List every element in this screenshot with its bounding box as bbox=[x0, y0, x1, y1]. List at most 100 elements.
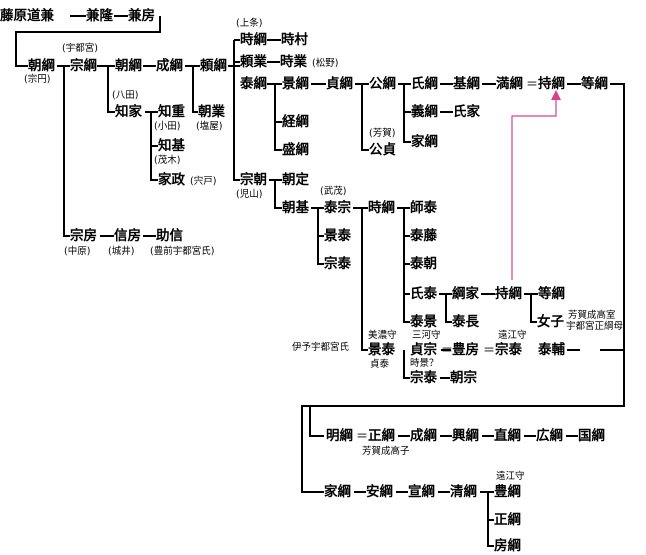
node-muneyasu-3: 宗泰 bbox=[410, 370, 437, 386]
node-tomofusa: 豊房 bbox=[452, 342, 479, 358]
node-kintsuna: 公綱 bbox=[369, 76, 396, 92]
note-munetomo: (児山) bbox=[236, 189, 263, 200]
node-yasukage: 泰景 bbox=[410, 314, 437, 330]
node-tomotsuna: 朝綱 bbox=[28, 58, 55, 74]
node-hiroie: 綱家 bbox=[452, 286, 479, 302]
node-iemasa: 家政 bbox=[158, 172, 185, 188]
note-tomoshige: (小田) bbox=[154, 121, 181, 132]
node-tokinari: 時業 bbox=[280, 54, 307, 70]
node-tokimura: 時村 bbox=[281, 32, 308, 48]
node-tsunetsuna: 経綱 bbox=[282, 114, 309, 130]
note-sadayasu: 貞泰 bbox=[370, 359, 390, 370]
node-sadamune: 貞宗 bbox=[410, 342, 437, 358]
node-tomomune: 朝宗 bbox=[450, 370, 477, 386]
node-tomotsuna-3: 豊綱 bbox=[494, 484, 521, 500]
node-tomomoto-2: 朝基 bbox=[282, 200, 309, 216]
note-munetsuna: (宇都宮) bbox=[62, 43, 98, 54]
node-mototsuna: 基綱 bbox=[453, 76, 480, 92]
note-totomi-1: 遠江守 bbox=[498, 330, 527, 341]
node-ujiyasu: 氏泰 bbox=[410, 286, 437, 302]
note-joshi-2: 宇都宮正綱母 bbox=[566, 321, 624, 332]
note-iemasa: (宍戸) bbox=[190, 176, 217, 187]
note-mino: 美濃守 bbox=[368, 330, 397, 341]
node-yasutsuna: 泰綱 bbox=[240, 76, 267, 92]
node-tomotsuna-2: 朝綱 bbox=[115, 58, 142, 74]
adoption-arrow bbox=[511, 96, 557, 280]
node-kageyasu-2: 景泰 bbox=[368, 342, 395, 358]
node-tomonari: 朝業 bbox=[198, 104, 225, 120]
node-fusatsuna: 房綱 bbox=[494, 538, 521, 554]
node-kiyotsuna: 清綱 bbox=[450, 484, 477, 500]
node-yasutsuna-2: 安綱 bbox=[366, 484, 393, 500]
note-tokitsuna: (上条) bbox=[236, 18, 263, 29]
node-ujiie: 氏家 bbox=[453, 104, 480, 120]
node-mochitsuna-2: 持綱 bbox=[495, 286, 522, 302]
node-ujitsuna: 氏綱 bbox=[411, 76, 438, 92]
node-tomoshige: 知重 bbox=[158, 104, 185, 120]
node-kunitsuna: 国綱 bbox=[578, 428, 605, 444]
node-yasumune: 泰宗 bbox=[324, 200, 351, 216]
node-yorinari: 頼業 bbox=[240, 54, 267, 70]
node-hitotsuna-2: 等綱 bbox=[538, 286, 565, 302]
node-joshi: 女子 bbox=[537, 314, 564, 330]
node-hirotsuna: 広綱 bbox=[536, 428, 563, 444]
node-tomosada: 朝定 bbox=[282, 172, 309, 188]
node-ietsuna: 家綱 bbox=[411, 134, 438, 150]
note-iyo: 伊予宇都宮氏 bbox=[292, 342, 350, 353]
note-takeshige: (武茂) bbox=[320, 186, 347, 197]
note-shiroi: (城井) bbox=[108, 246, 135, 257]
node-yasunaga: 泰長 bbox=[452, 314, 479, 330]
node-yoritsuna: 頼綱 bbox=[200, 58, 227, 74]
note-haga: (芳賀) bbox=[369, 128, 396, 139]
note-masatsuna: 芳賀成高子 bbox=[362, 446, 410, 457]
note-tokikage: 時景？ bbox=[410, 358, 439, 369]
node-okitsuna: 興綱 bbox=[452, 428, 479, 444]
node-yasufuji: 泰藤 bbox=[410, 228, 437, 244]
node-yasusuke: 泰輔 bbox=[538, 342, 565, 358]
note-hatta: (八田) bbox=[112, 90, 139, 101]
node-yasutomo: 泰朝 bbox=[410, 256, 437, 272]
node-ietsuna-2: 家綱 bbox=[324, 484, 351, 500]
node-moritsuna: 盛綱 bbox=[282, 142, 309, 158]
node-nobutsuna: 宣綱 bbox=[408, 484, 435, 500]
node-muneyasu: 宗泰 bbox=[324, 256, 351, 272]
node-morohiro: 師泰 bbox=[410, 200, 437, 216]
node-munetomo: 宗朝 bbox=[240, 172, 267, 188]
note-nakahara: (中原) bbox=[64, 246, 91, 257]
node-kanebo: 兼房 bbox=[128, 8, 155, 24]
node-masatsuna-2: 正綱 bbox=[494, 512, 521, 528]
node-nobufusa: 信房 bbox=[114, 228, 141, 244]
note-totomi-2: 遠江守 bbox=[496, 471, 525, 482]
node-tokitsuna-2: 時綱 bbox=[368, 200, 395, 216]
node-kanetaka: 兼隆 bbox=[86, 8, 113, 24]
adoption-mark: ＝ bbox=[356, 429, 369, 443]
node-narutsuna-2: 成綱 bbox=[410, 428, 437, 444]
note-buzen: (豊前宇都宮氏) bbox=[150, 246, 215, 257]
node-munetsuna: 宗綱 bbox=[70, 58, 97, 74]
note-tomonari: (塩屋) bbox=[196, 121, 223, 132]
node-naotsuna: 直綱 bbox=[494, 428, 521, 444]
node-fujiwara-michikane: 藤原道兼 bbox=[0, 8, 54, 24]
note-tomotsuna: (宗円) bbox=[24, 74, 51, 85]
node-narutsuna: 成綱 bbox=[156, 58, 183, 74]
node-muneyasu-2: 宗泰 bbox=[495, 342, 522, 358]
note-tokinari: (松野) bbox=[312, 58, 339, 69]
node-mitsutsuna: 満綱 bbox=[496, 76, 523, 92]
node-kageyasu: 景泰 bbox=[324, 228, 351, 244]
node-akitsuna: 明綱 bbox=[326, 428, 353, 444]
note-mikawa: 三河守 bbox=[412, 330, 441, 341]
adoption-mark: ＝ bbox=[441, 343, 454, 357]
node-kinsada: 公貞 bbox=[369, 142, 396, 158]
node-suketsune: 助信 bbox=[156, 228, 183, 244]
node-tokitsuna: 時綱 bbox=[240, 32, 267, 48]
node-mochitsuna: 持綱 bbox=[538, 76, 565, 92]
node-kagetsuna: 景綱 bbox=[282, 76, 309, 92]
adoption-mark: ＝ bbox=[526, 77, 539, 91]
adoption-mark: ＝ bbox=[483, 343, 496, 357]
node-hitotsuna: 等綱 bbox=[581, 76, 608, 92]
node-tomoie: 知家 bbox=[115, 104, 142, 120]
node-munefusa: 宗房 bbox=[70, 228, 97, 244]
note-tomomoto: (茂木) bbox=[154, 155, 181, 166]
node-yoshitsuna: 義綱 bbox=[411, 104, 438, 120]
